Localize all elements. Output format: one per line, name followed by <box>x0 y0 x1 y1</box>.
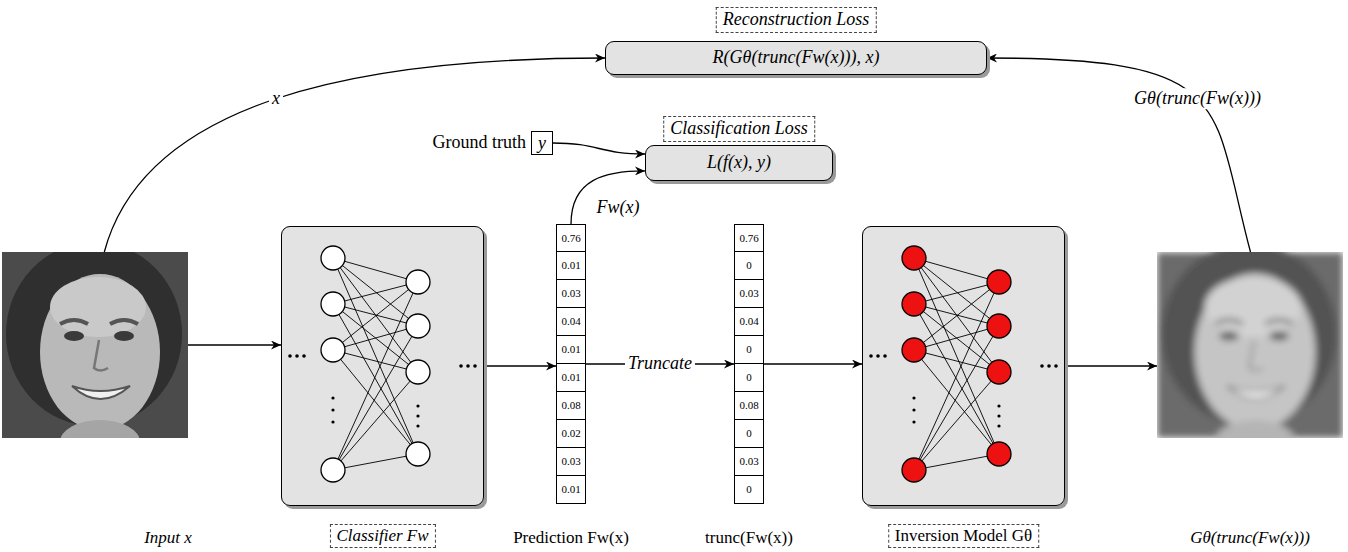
text-holder: trunc(Fw(x)) <box>705 528 793 548</box>
text-holder: Ground truth <box>433 132 527 154</box>
arrow-connector <box>553 143 645 154</box>
text-holder: Classification Loss <box>663 116 815 142</box>
arrow-connector <box>188 344 281 345</box>
vector-cell: 0.01 <box>556 476 586 504</box>
edge-label: Truncate <box>625 353 695 375</box>
vector-caption: Prediction Fw(x) <box>513 528 629 548</box>
label-text: Ground truth <box>433 132 527 154</box>
vector-cell: 0.03 <box>734 448 764 476</box>
vector-cell: 0.03 <box>734 280 764 308</box>
edge-label: x <box>269 88 283 110</box>
label-box: Ground truthy <box>531 131 553 155</box>
text-holder: Gθ(trunc(Fw(x))) <box>1190 528 1310 548</box>
neural-net <box>288 246 477 482</box>
vector-cell: 0.08 <box>734 392 764 420</box>
vector-cell: 0.01 <box>556 252 586 280</box>
text-holder: Truncate <box>625 353 695 375</box>
vector-cell: 0.08 <box>556 392 586 420</box>
vector-cell: 0 <box>734 476 764 504</box>
arrow-connector <box>484 365 556 366</box>
vector-cell: 0.01 <box>556 364 586 392</box>
vector-cell: 0 <box>734 252 764 280</box>
loss-formula: L(f(x), y) <box>707 146 771 179</box>
arrow-connector <box>104 58 605 252</box>
arrow-connector <box>1065 365 1157 366</box>
vector-cell: 0.76 <box>734 224 764 252</box>
text-holder: Gθ(trunc(Fw(x))) <box>1131 88 1264 110</box>
vector-cell: 0 <box>734 336 764 364</box>
vector-cell: 0.76 <box>556 224 586 252</box>
image-caption: Gθ(trunc(Fw(x))) <box>1190 528 1310 548</box>
text-holder: Classifier Fw <box>329 524 435 548</box>
text-holder: x <box>269 88 283 110</box>
edge-label: Gθ(trunc(Fw(x))) <box>1131 88 1264 110</box>
text-holder: Reconstruction Loss <box>716 7 877 33</box>
model-box: Classifier Fw <box>281 226 484 506</box>
model-fill <box>281 226 484 506</box>
vector-cell: 0.02 <box>556 420 586 448</box>
image-caption: Input x <box>144 528 192 548</box>
model-name: Classifier Fw <box>329 524 435 548</box>
loss-formula: R(Gθ(trunc(Fw(x))), x) <box>713 42 880 73</box>
vector-cell: 0.03 <box>556 280 586 308</box>
prediction-vector: 0.760.010.030.040.010.010.080.020.030.01… <box>556 224 586 504</box>
prediction-vector: 0.7600.030.04000.0800.030trunc(Fw(x)) <box>734 224 764 504</box>
vector-cell: 0.01 <box>556 336 586 364</box>
vector-cell: 0 <box>734 364 764 392</box>
neural-net <box>869 246 1058 482</box>
haze <box>1157 252 1343 438</box>
loss-box: Classification LossL(f(x), y) <box>645 145 833 181</box>
loss-box: Reconstruction LossR(Gθ(trunc(Fw(x))), x… <box>605 41 987 75</box>
vector-caption: trunc(Fw(x)) <box>705 528 793 548</box>
vector-cell: 0.04 <box>734 308 764 336</box>
loss-heading: Classification Loss <box>663 116 815 142</box>
vector-cell: 0.03 <box>556 448 586 476</box>
arrow-connector <box>571 171 645 224</box>
input-image: Input x <box>2 252 188 438</box>
model-box: Inversion Model Gθ <box>862 226 1065 506</box>
input-face <box>2 242 188 464</box>
vector-cell: 0 <box>734 420 764 448</box>
vector-cell: 0.04 <box>556 308 586 336</box>
text-holder: Fw(x) <box>594 197 643 219</box>
model-name: Inversion Model Gθ <box>888 524 1040 548</box>
variable-name: y <box>538 132 546 154</box>
text-holder: Input x <box>144 528 192 548</box>
arrow-connector <box>764 363 862 364</box>
text-holder: Prediction Fw(x) <box>513 528 629 548</box>
loss-heading: Reconstruction Loss <box>716 7 877 33</box>
reconstructed-face <box>1157 242 1343 464</box>
edge-label: Fw(x) <box>594 197 643 219</box>
model-fill <box>862 226 1065 506</box>
output-image: Gθ(trunc(Fw(x))) <box>1157 252 1344 438</box>
text-holder: Inversion Model Gθ <box>888 524 1040 548</box>
